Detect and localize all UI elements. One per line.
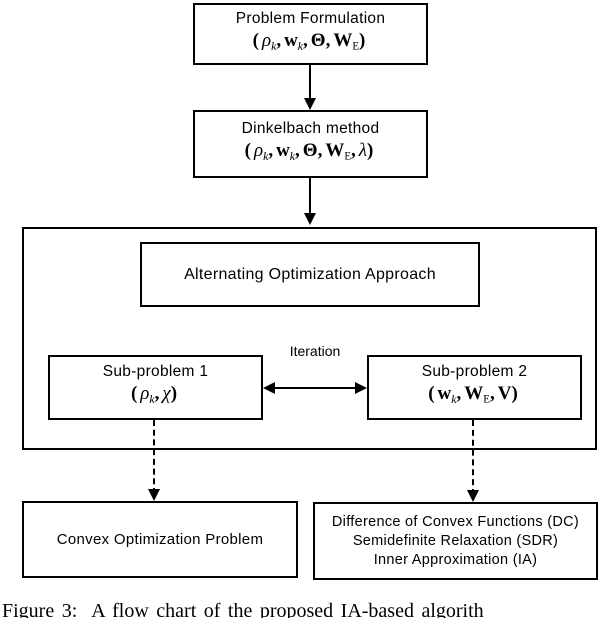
figure-caption-number: Figure 3: bbox=[2, 600, 78, 618]
node-methods-line-dc: Difference of Convex Functions (DC) bbox=[331, 513, 580, 530]
arrow-sp1-to-convex-head-icon bbox=[148, 489, 160, 501]
node-problem-formulation-variables: (ρk,wk,Θ,WE) bbox=[252, 29, 366, 54]
arrow-pf-to-dinkelbach-head-icon bbox=[304, 98, 316, 110]
node-methods: Difference of Convex Functions (DC) Semi… bbox=[313, 502, 598, 580]
node-problem-formulation-title: Problem Formulation bbox=[235, 9, 386, 27]
node-dinkelbach-title: Dinkelbach method bbox=[241, 119, 380, 137]
node-subproblem-2-variables: (wk,WE,V) bbox=[428, 383, 518, 407]
figure-caption: Figure 3: A flow chart of the proposed IA… bbox=[2, 600, 604, 618]
node-alternating-optimization: Alternating Optimization Approach bbox=[140, 242, 480, 307]
iteration-label: Iteration bbox=[289, 343, 341, 359]
arrow-sp2-to-methods-head-icon bbox=[467, 490, 479, 502]
node-methods-line-sdr: Semidefinite Relaxation (SDR) bbox=[352, 532, 559, 549]
node-dinkelbach-variables: (ρk,wk,Θ,WE,λ) bbox=[244, 139, 374, 164]
node-problem-formulation: Problem Formulation (ρk,wk,Θ,WE) bbox=[193, 3, 428, 65]
arrow-sp1-to-convex-shaft bbox=[153, 420, 155, 494]
node-subproblem-1-variables: (ρk,χ) bbox=[130, 383, 178, 407]
node-alternating-optimization-title: Alternating Optimization Approach bbox=[184, 265, 436, 283]
node-convex-optimization-title: Convex Optimization Problem bbox=[56, 530, 264, 548]
arrow-sp2-to-methods-shaft bbox=[472, 420, 474, 495]
node-methods-line-ia: Inner Approximation (IA) bbox=[373, 551, 538, 568]
arrow-dinkelbach-to-ao-head-icon bbox=[304, 213, 316, 225]
arrow-iteration-shaft bbox=[273, 387, 357, 389]
arrow-pf-to-dinkelbach-shaft bbox=[309, 65, 311, 100]
node-subproblem-1: Sub-problem 1 (ρk,χ) bbox=[48, 355, 263, 420]
figure-caption-text: A flow chart of the proposed IA-based al… bbox=[91, 600, 484, 618]
arrow-iteration-right-head-icon bbox=[355, 382, 367, 394]
node-subproblem-2-title: Sub-problem 2 bbox=[421, 363, 528, 381]
arrow-iteration-left-head-icon bbox=[263, 382, 275, 394]
node-subproblem-2: Sub-problem 2 (wk,WE,V) bbox=[367, 355, 582, 420]
arrow-dinkelbach-to-ao-shaft bbox=[309, 178, 311, 215]
node-dinkelbach: Dinkelbach method (ρk,wk,Θ,WE,λ) bbox=[193, 110, 428, 178]
node-convex-optimization: Convex Optimization Problem bbox=[22, 501, 298, 578]
node-subproblem-1-title: Sub-problem 1 bbox=[102, 363, 209, 381]
